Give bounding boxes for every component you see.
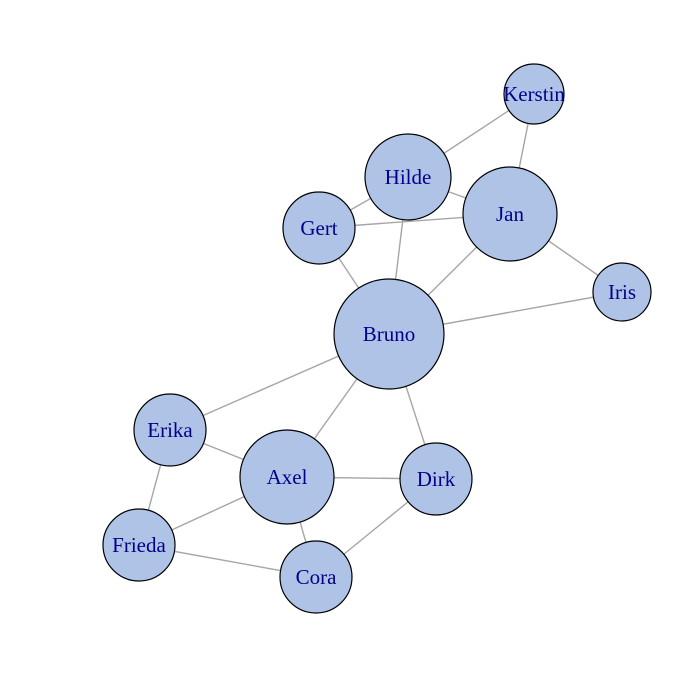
node-jan: Jan — [462, 166, 558, 262]
node-gert: Gert — [282, 191, 356, 265]
node-circle — [282, 191, 356, 265]
node-dirk: Dirk — [399, 442, 473, 516]
node-label: Dirk — [417, 467, 456, 491]
node-kerstin: Kerstin — [503, 63, 565, 125]
node-circle — [102, 508, 176, 582]
node-circle — [333, 278, 445, 390]
node-iris: Iris — [592, 262, 652, 322]
node-hilde: Hilde — [364, 133, 452, 221]
node-label: Hilde — [385, 165, 432, 189]
node-label: Iris — [608, 280, 636, 304]
node-label: Erika — [147, 418, 193, 442]
node-circle — [239, 429, 335, 525]
node-label: Cora — [296, 565, 338, 589]
node-circle — [503, 63, 565, 125]
node-label: Frieda — [112, 533, 166, 557]
node-erika: Erika — [133, 393, 207, 467]
node-label: Bruno — [363, 322, 416, 346]
node-label: Gert — [300, 216, 337, 240]
node-cora: Cora — [279, 540, 353, 614]
node-circle — [592, 262, 652, 322]
node-label: Kerstin — [503, 82, 565, 106]
node-axel: Axel — [239, 429, 335, 525]
node-circle — [399, 442, 473, 516]
node-circle — [133, 393, 207, 467]
node-circle — [364, 133, 452, 221]
node-bruno: Bruno — [333, 278, 445, 390]
node-circle — [462, 166, 558, 262]
node-circle — [279, 540, 353, 614]
node-frieda: Frieda — [102, 508, 176, 582]
node-label: Axel — [267, 465, 308, 489]
node-label: Jan — [496, 202, 524, 226]
